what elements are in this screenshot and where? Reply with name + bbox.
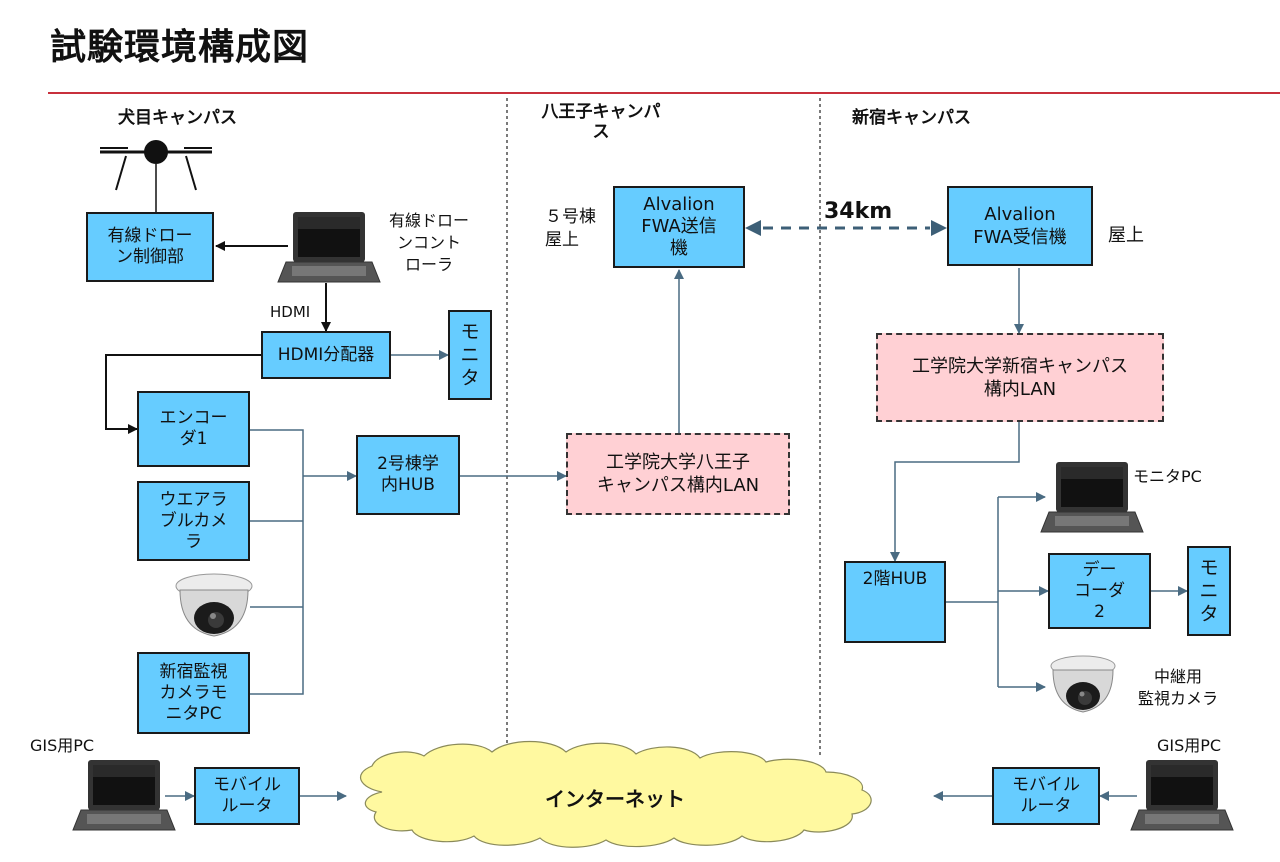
drone-icon	[100, 140, 212, 213]
cloud-icon	[359, 740, 872, 848]
page-title: 試験環境構成図	[50, 27, 310, 68]
hub-2nd-floor: 2階HUB	[844, 561, 946, 643]
shinjuku-monitor-pc: 新宿監視 カメラモ ニタPC	[137, 652, 250, 734]
monitor-left: モ ニ タ	[448, 310, 492, 400]
campus-hachioji: 八王子キャンパ ス	[541, 102, 661, 142]
fwa-receiver: Alvalion FWA受信機	[947, 186, 1093, 266]
laptop-icon	[1130, 760, 1234, 831]
title-underline	[48, 92, 1280, 94]
laptop-icon	[1040, 462, 1144, 533]
distance-label: 34km	[824, 199, 893, 224]
gis-pc-right-label: GIS用PC	[1157, 736, 1222, 755]
gis-pc-left-label: GIS用PC	[30, 736, 95, 755]
relay-camera-label: 中継用 監視カメラ	[1137, 667, 1218, 708]
encoder-1: エンコー ダ1	[137, 391, 250, 467]
mobile-router-right: モバイル ルータ	[992, 767, 1100, 825]
monitor-right: モ ニ タ	[1187, 546, 1231, 636]
decoder-2: デー コーダ 2	[1048, 553, 1151, 629]
wired-drone-controller-label: 有線ドロー ンコント ローラ	[388, 211, 469, 274]
hdmi-splitter: HDMI分配器	[261, 331, 391, 379]
hub-building-2: 2号棟学 内HUB	[356, 435, 460, 515]
laptop-icon	[72, 760, 176, 831]
hdmi-label: HDMI	[270, 303, 311, 321]
dome-camera-icon	[175, 573, 253, 637]
building-5-roof-label: ５号棟 屋上	[545, 207, 596, 250]
laptop-icon	[277, 212, 381, 283]
mobile-router-left: モバイル ルータ	[194, 767, 300, 825]
rooftop-label: 屋上	[1108, 225, 1144, 246]
campus-inume: 犬目キャンパス	[118, 108, 237, 128]
fwa-transmitter: Alvalion FWA送信 機	[613, 186, 745, 268]
drone-control-unit: 有線ドロー ン制御部	[86, 212, 214, 282]
campus-shinjuku: 新宿キャンパス	[852, 108, 971, 128]
internet-label: インターネット	[545, 787, 685, 811]
shinjuku-campus-lan: 工学院大学新宿キャンパス 構内LAN	[876, 333, 1164, 422]
monitor-pc-label: モニタPC	[1133, 467, 1202, 486]
wearable-camera: ウエアラ ブルカメ ラ	[137, 481, 250, 561]
hachioji-campus-lan: 工学院大学八王子 キャンパス構内LAN	[566, 433, 790, 515]
dome-camera-icon	[1050, 655, 1116, 713]
